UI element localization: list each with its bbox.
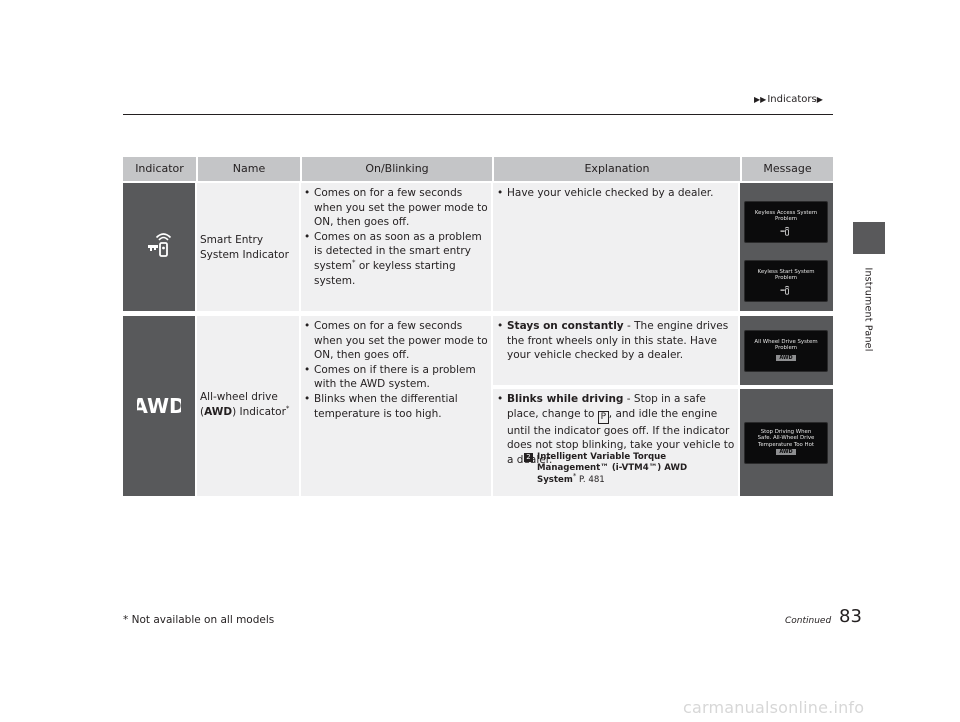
breadcrumb-arrow-end-icon: ▶ — [816, 95, 823, 104]
breadcrumb: ▶▶Indicators▶ — [754, 94, 824, 105]
on-blinking-list-awd: Comes on for a few seconds when you set … — [304, 319, 488, 421]
message-cell-awd-a: All Wheel Drive System Problem AWD — [740, 316, 833, 385]
svg-text:AWD: AWD — [137, 394, 181, 418]
message-screen-awd-too-hot: Stop Driving When Safe. All-Wheel Drive … — [744, 422, 828, 464]
indicator-cell-smart-entry — [123, 183, 195, 311]
list-item: Comes on if there is a problem with the … — [304, 363, 488, 392]
smart-entry-key-icon — [780, 285, 790, 295]
breadcrumb-label: Indicators — [767, 94, 817, 105]
message-screen-awd-problem: All Wheel Drive System Problem AWD — [744, 330, 828, 372]
name-cell-smart-entry — [197, 183, 299, 311]
message-cell-smart-entry: Keyless Access System Problem Keyless St… — [740, 183, 833, 311]
name-awd: All-wheel drive (AWD) Indicator* — [200, 391, 290, 418]
name-smart-entry: Smart Entry System Indicator — [200, 234, 289, 261]
top-divider — [123, 114, 833, 115]
col-name: Name — [196, 157, 300, 181]
page-number: 83 — [839, 606, 862, 627]
awd-icon: AWD — [137, 394, 181, 418]
reference-arrow-icon: 2 — [524, 453, 533, 462]
list-item: Have your vehicle checked by a dealer. — [497, 186, 735, 201]
awd-badge: AWD — [776, 449, 796, 456]
explanation-smart-entry: Have your vehicle checked by a dealer. — [497, 186, 735, 201]
explanation-cell-smart-entry — [493, 183, 738, 311]
awd-badge: AWD — [776, 354, 796, 361]
col-explanation: Explanation — [492, 157, 740, 181]
breadcrumb-arrow-icon: ▶▶ — [754, 95, 767, 104]
list-item: Comes on as soon as a problem is detecte… — [304, 230, 488, 288]
park-gear-icon: P — [597, 410, 609, 424]
cross-reference-link[interactable]: 2 Intelligent Variable Torque Management… — [524, 452, 727, 486]
name-cell-awd — [197, 316, 299, 496]
list-item: Comes on for a few seconds when you set … — [304, 186, 488, 230]
table-header: Indicator Name On/Blinking Explanation M… — [123, 157, 833, 181]
message-screen-keyless-start: Keyless Start System Problem — [744, 260, 828, 302]
col-message: Message — [740, 157, 833, 181]
list-item: Comes on for a few seconds when you set … — [304, 319, 488, 363]
smart-entry-key-icon — [780, 226, 790, 236]
list-item: Stays on constantly - The engine drives … — [497, 319, 735, 363]
message-screen-keyless-access: Keyless Access System Problem — [744, 201, 828, 243]
explanation-awd-a: Stays on constantly - The engine drives … — [497, 319, 735, 363]
message-cell-awd-b: Stop Driving When Safe. All-Wheel Drive … — [740, 389, 833, 496]
list-item: Blinks when the differential temperature… — [304, 392, 488, 421]
section-tab — [853, 222, 885, 254]
continued-label: Continued — [785, 616, 832, 626]
col-on-blinking: On/Blinking — [300, 157, 492, 181]
smart-entry-key-icon — [148, 233, 172, 257]
watermark: carmanualsonline.info — [683, 698, 865, 717]
footnote: * Not available on all models — [123, 614, 275, 626]
on-blinking-list-smart-entry: Comes on for a few seconds when you set … — [304, 186, 488, 288]
col-indicator: Indicator — [135, 162, 184, 175]
indicator-cell-awd: AWD — [123, 316, 195, 496]
section-tab-label: Instrument Panel — [862, 267, 874, 352]
